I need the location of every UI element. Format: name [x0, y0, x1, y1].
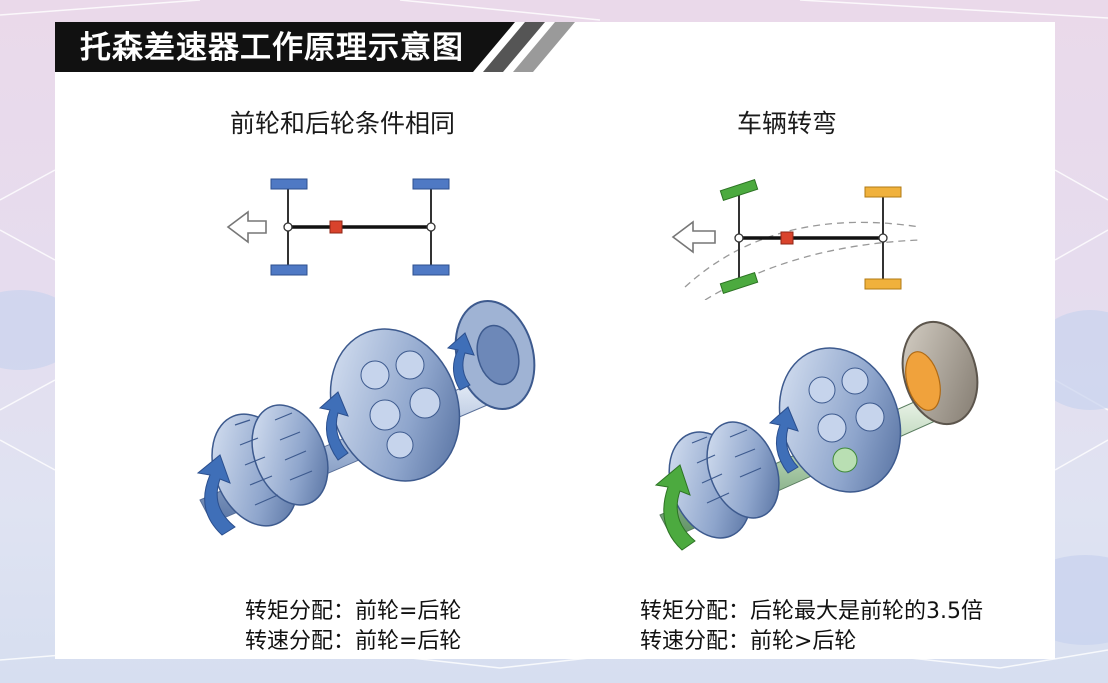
center-differential: [329, 220, 343, 234]
rear-right-wheel: [412, 264, 450, 276]
rear-right-wheel: [864, 278, 902, 290]
front-right-wheel: [719, 272, 759, 294]
right-speed-caption: 转速分配：前轮>后轮: [640, 629, 857, 654]
left-heading: 前轮和后轮条件相同: [230, 109, 456, 138]
middle-rotation-arrow-icon: [768, 406, 799, 474]
front-rotation-arrow-icon: [196, 454, 236, 536]
right-heading: 车辆转弯: [737, 109, 838, 138]
left-speed-caption: 转速分配：前轮=后轮: [245, 629, 462, 654]
front-rotation-arrow-icon: [654, 464, 696, 551]
differential-illustration-cornering: [654, 320, 979, 551]
front-left-wheel: [719, 179, 759, 201]
front-left-wheel: [270, 178, 308, 190]
left-torque-caption: 转矩分配：前轮=后轮: [245, 599, 462, 624]
middle-rotation-arrow-icon: [318, 391, 349, 461]
center-differential: [780, 231, 794, 245]
rear-left-wheel: [864, 186, 902, 198]
content-panel: [55, 22, 1055, 659]
differential-illustration-straight: [196, 299, 536, 536]
direction-arrow-icon: [671, 220, 716, 254]
straight-driving-schematic: [226, 178, 450, 276]
page-title: 托森差速器工作原理示意图: [80, 30, 464, 66]
rear-left-wheel: [412, 178, 450, 190]
front-right-wheel: [270, 264, 308, 276]
cornering-schematic: [671, 179, 921, 300]
rear-rotation-arrow-icon: [446, 332, 475, 391]
title-banner: [55, 22, 575, 72]
orange-output-ring: [905, 351, 941, 411]
right-torque-caption: 转矩分配：后轮最大是前轮的3.5倍: [640, 599, 983, 624]
direction-arrow-icon: [226, 210, 267, 244]
